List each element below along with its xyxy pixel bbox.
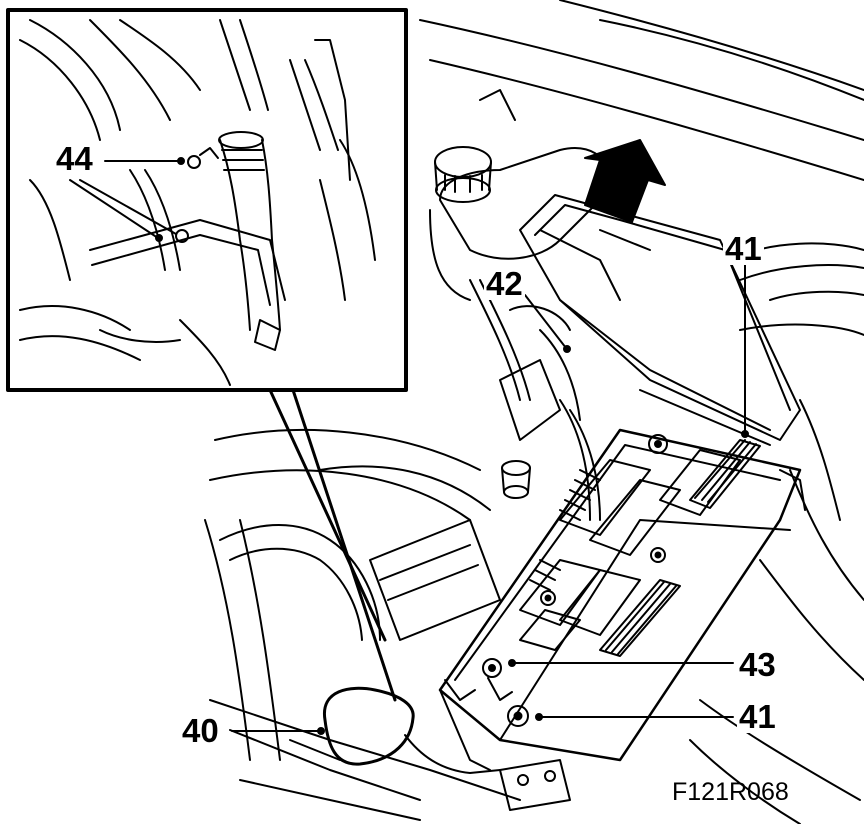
inset-detail xyxy=(6,8,408,702)
callout-44: 44 xyxy=(54,140,95,177)
callout-41-top: 41 xyxy=(723,230,764,267)
direction-arrow xyxy=(584,139,666,223)
callout-42: 42 xyxy=(484,265,525,302)
engine-bay-background xyxy=(204,0,864,825)
leader-lines xyxy=(69,157,749,735)
callout-40: 40 xyxy=(180,712,221,749)
filler-cap xyxy=(323,686,501,774)
callout-41-bottom: 41 xyxy=(737,698,778,735)
callout-43: 43 xyxy=(737,646,778,683)
fuse-box xyxy=(438,428,806,762)
figure-code: F121R068 xyxy=(672,778,789,806)
